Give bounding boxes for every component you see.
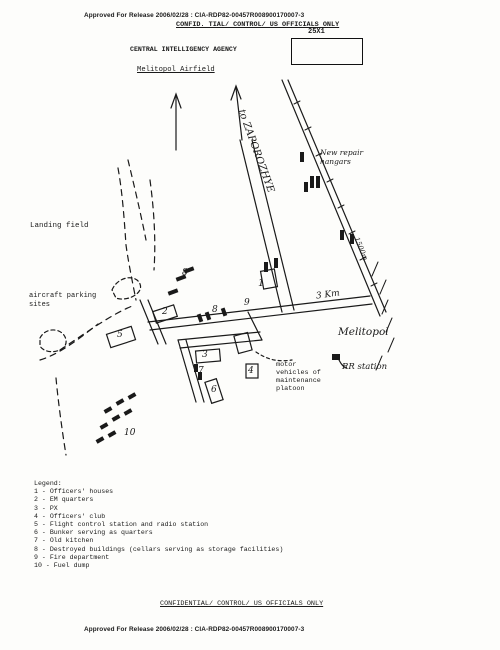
legend-item: 2 - EM quarters xyxy=(34,496,94,504)
railway-line-2 xyxy=(287,79,387,313)
redaction-box xyxy=(291,38,363,65)
building-6 xyxy=(204,377,224,405)
railway-line xyxy=(281,79,381,317)
direction-arrow-icon xyxy=(235,87,243,141)
map-number-8b: 8 xyxy=(212,305,218,315)
legend-item: 1 - Officers' houses xyxy=(34,488,114,496)
legend-item: 8 - Destroyed buildings (cellars serving… xyxy=(34,545,284,553)
classification-top: CONFID. TIAL/ CONTROL/ US OFFICIALS ONLY xyxy=(176,21,340,29)
legend-item: 6 - Bunker serving as quarters xyxy=(34,529,153,537)
landing-field-boundary xyxy=(117,167,137,301)
stamp-code: 25X1 xyxy=(308,28,325,36)
inner-road-e xyxy=(177,339,197,403)
map-number-8a: 8 xyxy=(182,268,188,278)
small-structures xyxy=(95,152,354,444)
road-to-melitopol xyxy=(147,295,371,323)
classification-bottom: CONFIDENTIAL/ CONTROL/ US OFFICIALS ONLY xyxy=(160,600,324,608)
inner-road-b xyxy=(147,299,167,345)
map-number-2: 2 xyxy=(162,307,168,317)
map-number-5: 5 xyxy=(117,330,123,340)
label-melitopol: Melitopol xyxy=(338,326,389,338)
inner-road-g xyxy=(247,311,263,341)
road-west-edge xyxy=(239,139,283,313)
north-arrowhead-icon xyxy=(170,92,182,109)
building-3 xyxy=(194,348,222,364)
legend: Legend: 1 - Officers' houses 2 - EM quar… xyxy=(34,480,283,570)
map-number-1: 1 xyxy=(258,278,265,289)
release-stamp-bottom: Approved For Release 2006/02/28 : CIA-RD… xyxy=(84,626,305,633)
map-number-10: 10 xyxy=(124,428,136,438)
label-new-repair-hangars: New repair hangars xyxy=(320,148,364,166)
agency-name: CENTRAL INTELLIGENCY AGENCY xyxy=(130,46,237,53)
legend-item: 7 - Old kitchen xyxy=(34,537,94,545)
building-5 xyxy=(105,325,137,349)
document-title: Melitopol Airfield xyxy=(137,66,215,74)
release-stamp-top: Approved For Release 2006/02/28 : CIA-RD… xyxy=(84,12,305,19)
building-4 xyxy=(245,363,259,379)
road-east-edge xyxy=(251,139,295,311)
map-number-7: 7 xyxy=(198,366,204,376)
map-number-6: 6 xyxy=(211,385,217,395)
legend-item: 3 - PX xyxy=(34,504,58,512)
map-number-4: 4 xyxy=(248,366,254,376)
legend-heading: Legend: xyxy=(34,480,62,487)
map-number-9: 9 xyxy=(244,298,250,308)
direction-arrowhead-icon xyxy=(230,84,242,101)
building-block xyxy=(233,331,253,355)
parking-loop xyxy=(111,277,142,300)
inner-road-a xyxy=(139,299,159,345)
building-2 xyxy=(151,304,179,324)
label-aircraft-parking: aircraft parking sites xyxy=(29,292,97,309)
vehicles-pointer xyxy=(255,351,293,362)
map-number-3: 3 xyxy=(202,350,208,360)
legend-item: 4 - Officers' club xyxy=(34,512,106,520)
label-rr-station: RR station xyxy=(342,362,388,372)
legend-item: 10 - Fuel dump xyxy=(34,562,90,570)
legend-item: 9 - Fire department xyxy=(34,553,110,561)
legend-item: 5 - Flight control station and radio sta… xyxy=(34,521,209,529)
label-motor-vehicles: motor vehicles of maintenance platoon xyxy=(276,361,321,393)
label-landing-field: Landing field xyxy=(30,222,89,230)
inner-road-d xyxy=(179,339,263,349)
road-to-melitopol-2 xyxy=(149,303,373,331)
town-hatching xyxy=(371,261,395,371)
railway-ticks xyxy=(293,100,378,287)
